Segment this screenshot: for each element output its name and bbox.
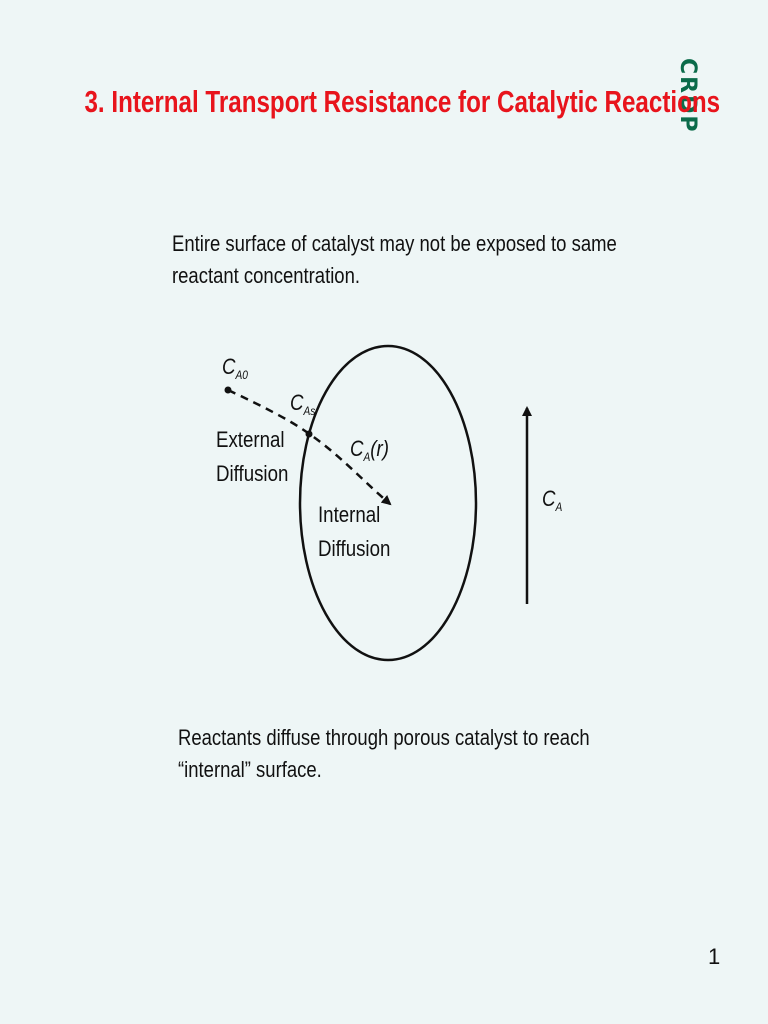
internal-line-1: Internal [318, 504, 380, 528]
label-car-sub: A [363, 451, 371, 464]
label-cas-sub: As [303, 405, 316, 418]
label-ca-sub: A [555, 501, 563, 514]
surface-point [305, 430, 313, 438]
label-ca0-base: C [222, 356, 236, 380]
label-ca: CA [542, 488, 562, 515]
label-ca-base: C [542, 488, 556, 512]
label-cas: CAs [290, 392, 316, 419]
caption-line-1: Reactants diffuse through porous catalys… [178, 725, 590, 750]
label-ca0-sub: A0 [235, 369, 249, 382]
external-diffusion-label: External Diffusion [216, 429, 290, 487]
bulk-point [224, 386, 232, 394]
intro-line-2: reactant concentration. [172, 263, 361, 288]
internal-line-2: Diffusion [318, 538, 390, 562]
catalyst-pellet [298, 344, 478, 662]
label-car-suffix: (r) [370, 438, 389, 462]
intro-line-1: Entire surface of catalyst may not be ex… [172, 231, 617, 256]
label-ca0: CA0 [222, 356, 249, 383]
external-line-1: External [216, 429, 285, 453]
internal-diffusion-label: Internal Diffusion [318, 504, 390, 562]
caption-text: Reactants diffuse through porous catalys… [178, 722, 615, 786]
label-car: CA(r) [350, 438, 389, 465]
label-car-base: C [350, 438, 364, 462]
label-cas-base: C [290, 392, 304, 416]
page-number: 1 [708, 944, 721, 969]
slide-title: 3. Internal Transport Resistance for Cat… [84, 84, 721, 119]
external-line-2: Diffusion [216, 463, 288, 487]
intro-text: Entire surface of catalyst may not be ex… [172, 228, 617, 292]
caption-line-2: “internal” surface. [178, 757, 322, 782]
